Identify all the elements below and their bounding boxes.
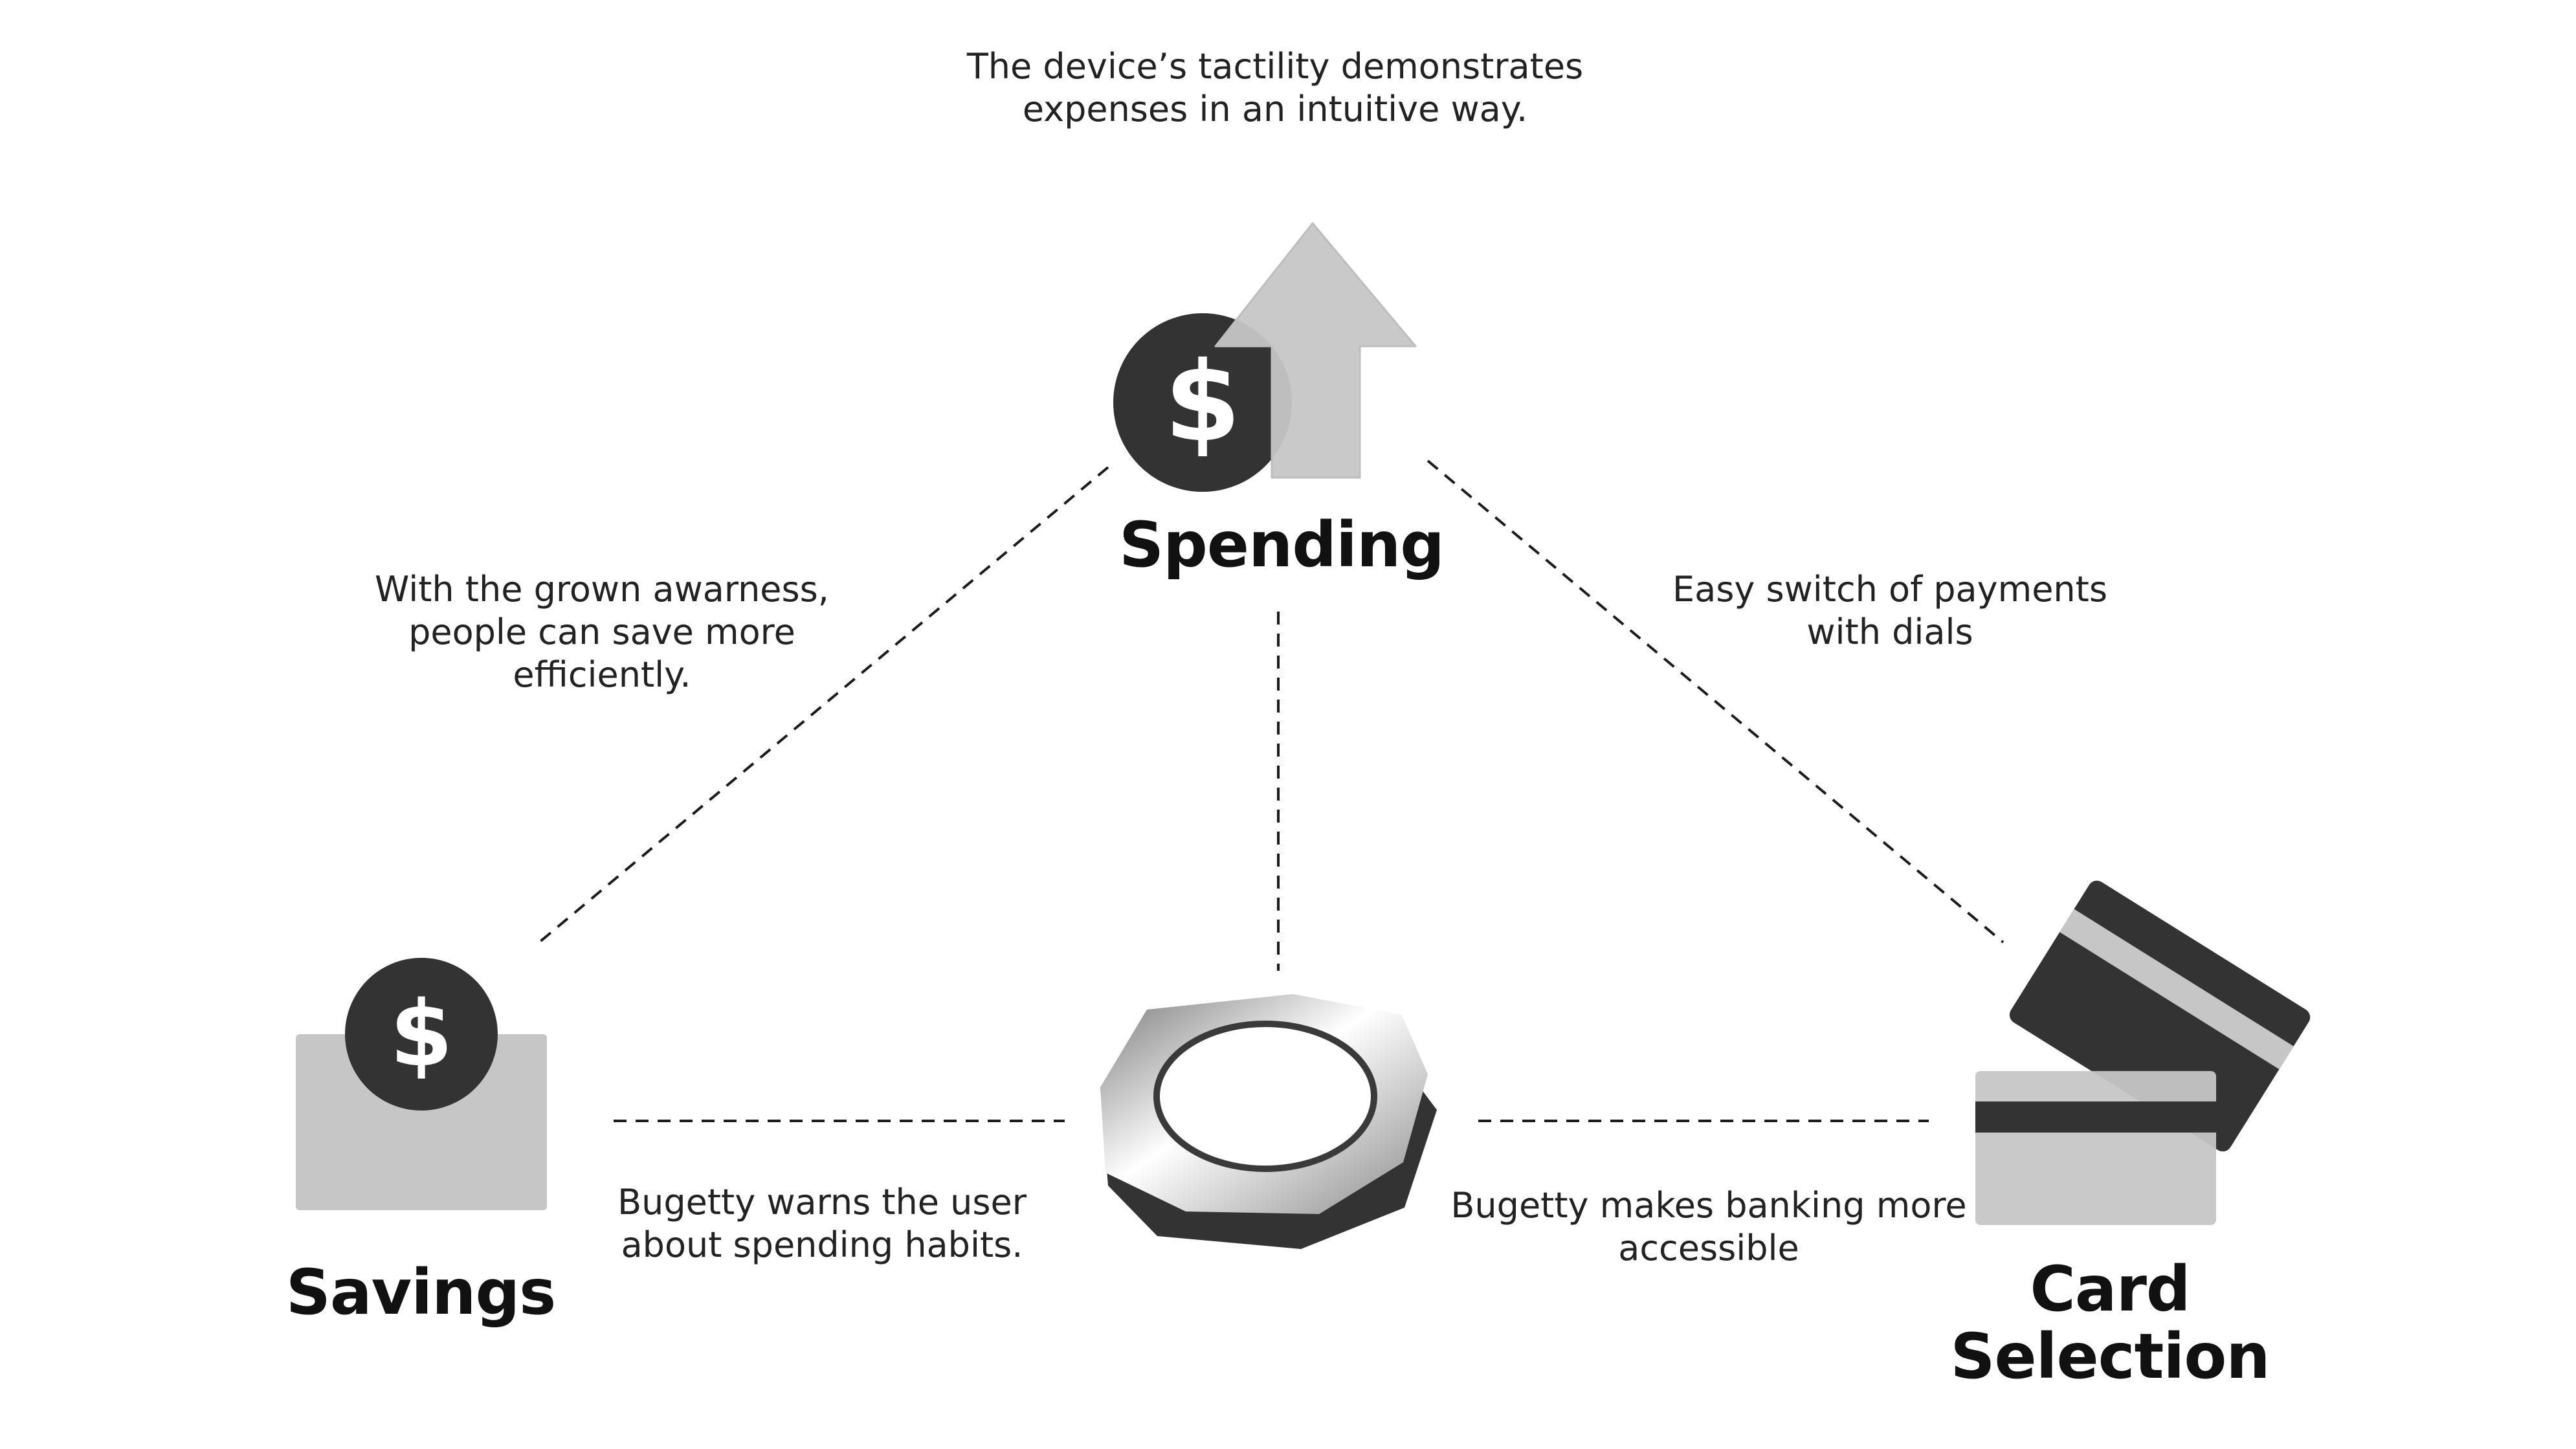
dollar-sign-icon: $ [390, 982, 452, 1087]
dollar-sign-icon: $ [1164, 338, 1241, 467]
connector-spending-savings [533, 466, 1109, 947]
warns-line-1: Bugetty warns the user [617, 1182, 1027, 1222]
banking-line-2: accessible [1618, 1228, 1799, 1268]
back-card [2009, 880, 2311, 1152]
card-title-line-1: Card [2030, 1253, 2190, 1325]
card-stripe [1975, 1101, 2216, 1133]
savings-link-line-3: efficiently. [513, 654, 691, 695]
banking-line-1: Bugetty makes banking more [1450, 1185, 1967, 1226]
card-selection-title: Card Selection [1903, 1255, 2317, 1390]
top-caption: The device’s tactility demonstrates expe… [887, 45, 1663, 131]
up-arrow-icon [1214, 222, 1417, 479]
savings-link-line-2: people can save more [408, 612, 795, 652]
credit-cards-icon [1975, 880, 2311, 1225]
dollar-up-arrow-icon: $ [1113, 222, 1417, 492]
savings-link-line-1: With the grown awarness, [375, 569, 829, 610]
top-caption-line-2: expenses in an intuitive way. [1022, 89, 1528, 129]
card-link-caption: Easy switch of payments with dials [1631, 568, 2149, 654]
spending-coin [1113, 313, 1292, 492]
card-link-line-2: with dials [1806, 612, 1973, 652]
spending-title: Spending [1119, 509, 1445, 581]
savings-coin [345, 958, 498, 1111]
savings-title: Savings [285, 1256, 557, 1329]
budgetty-device-icon [1100, 994, 1437, 1249]
wallet-shape [296, 1034, 547, 1210]
top-caption-line-1: The device’s tactility demonstrates [966, 46, 1584, 87]
front-card [1975, 1071, 2216, 1225]
connector-spending-cards [1427, 459, 2004, 944]
banking-caption: Bugetty makes banking more accessible [1424, 1184, 1993, 1270]
dollar-coin-wallet-icon: $ [296, 958, 547, 1210]
warns-line-2: about spending habits. [621, 1224, 1023, 1265]
card-title-line-2: Selection [1950, 1320, 2270, 1393]
card-link-line-1: Easy switch of payments [1672, 569, 2107, 610]
savings-link-caption: With the grown awarness, people can save… [343, 568, 861, 696]
device-hole [1153, 1021, 1377, 1172]
warns-caption: Bugetty warns the user about spending ha… [570, 1181, 1074, 1266]
